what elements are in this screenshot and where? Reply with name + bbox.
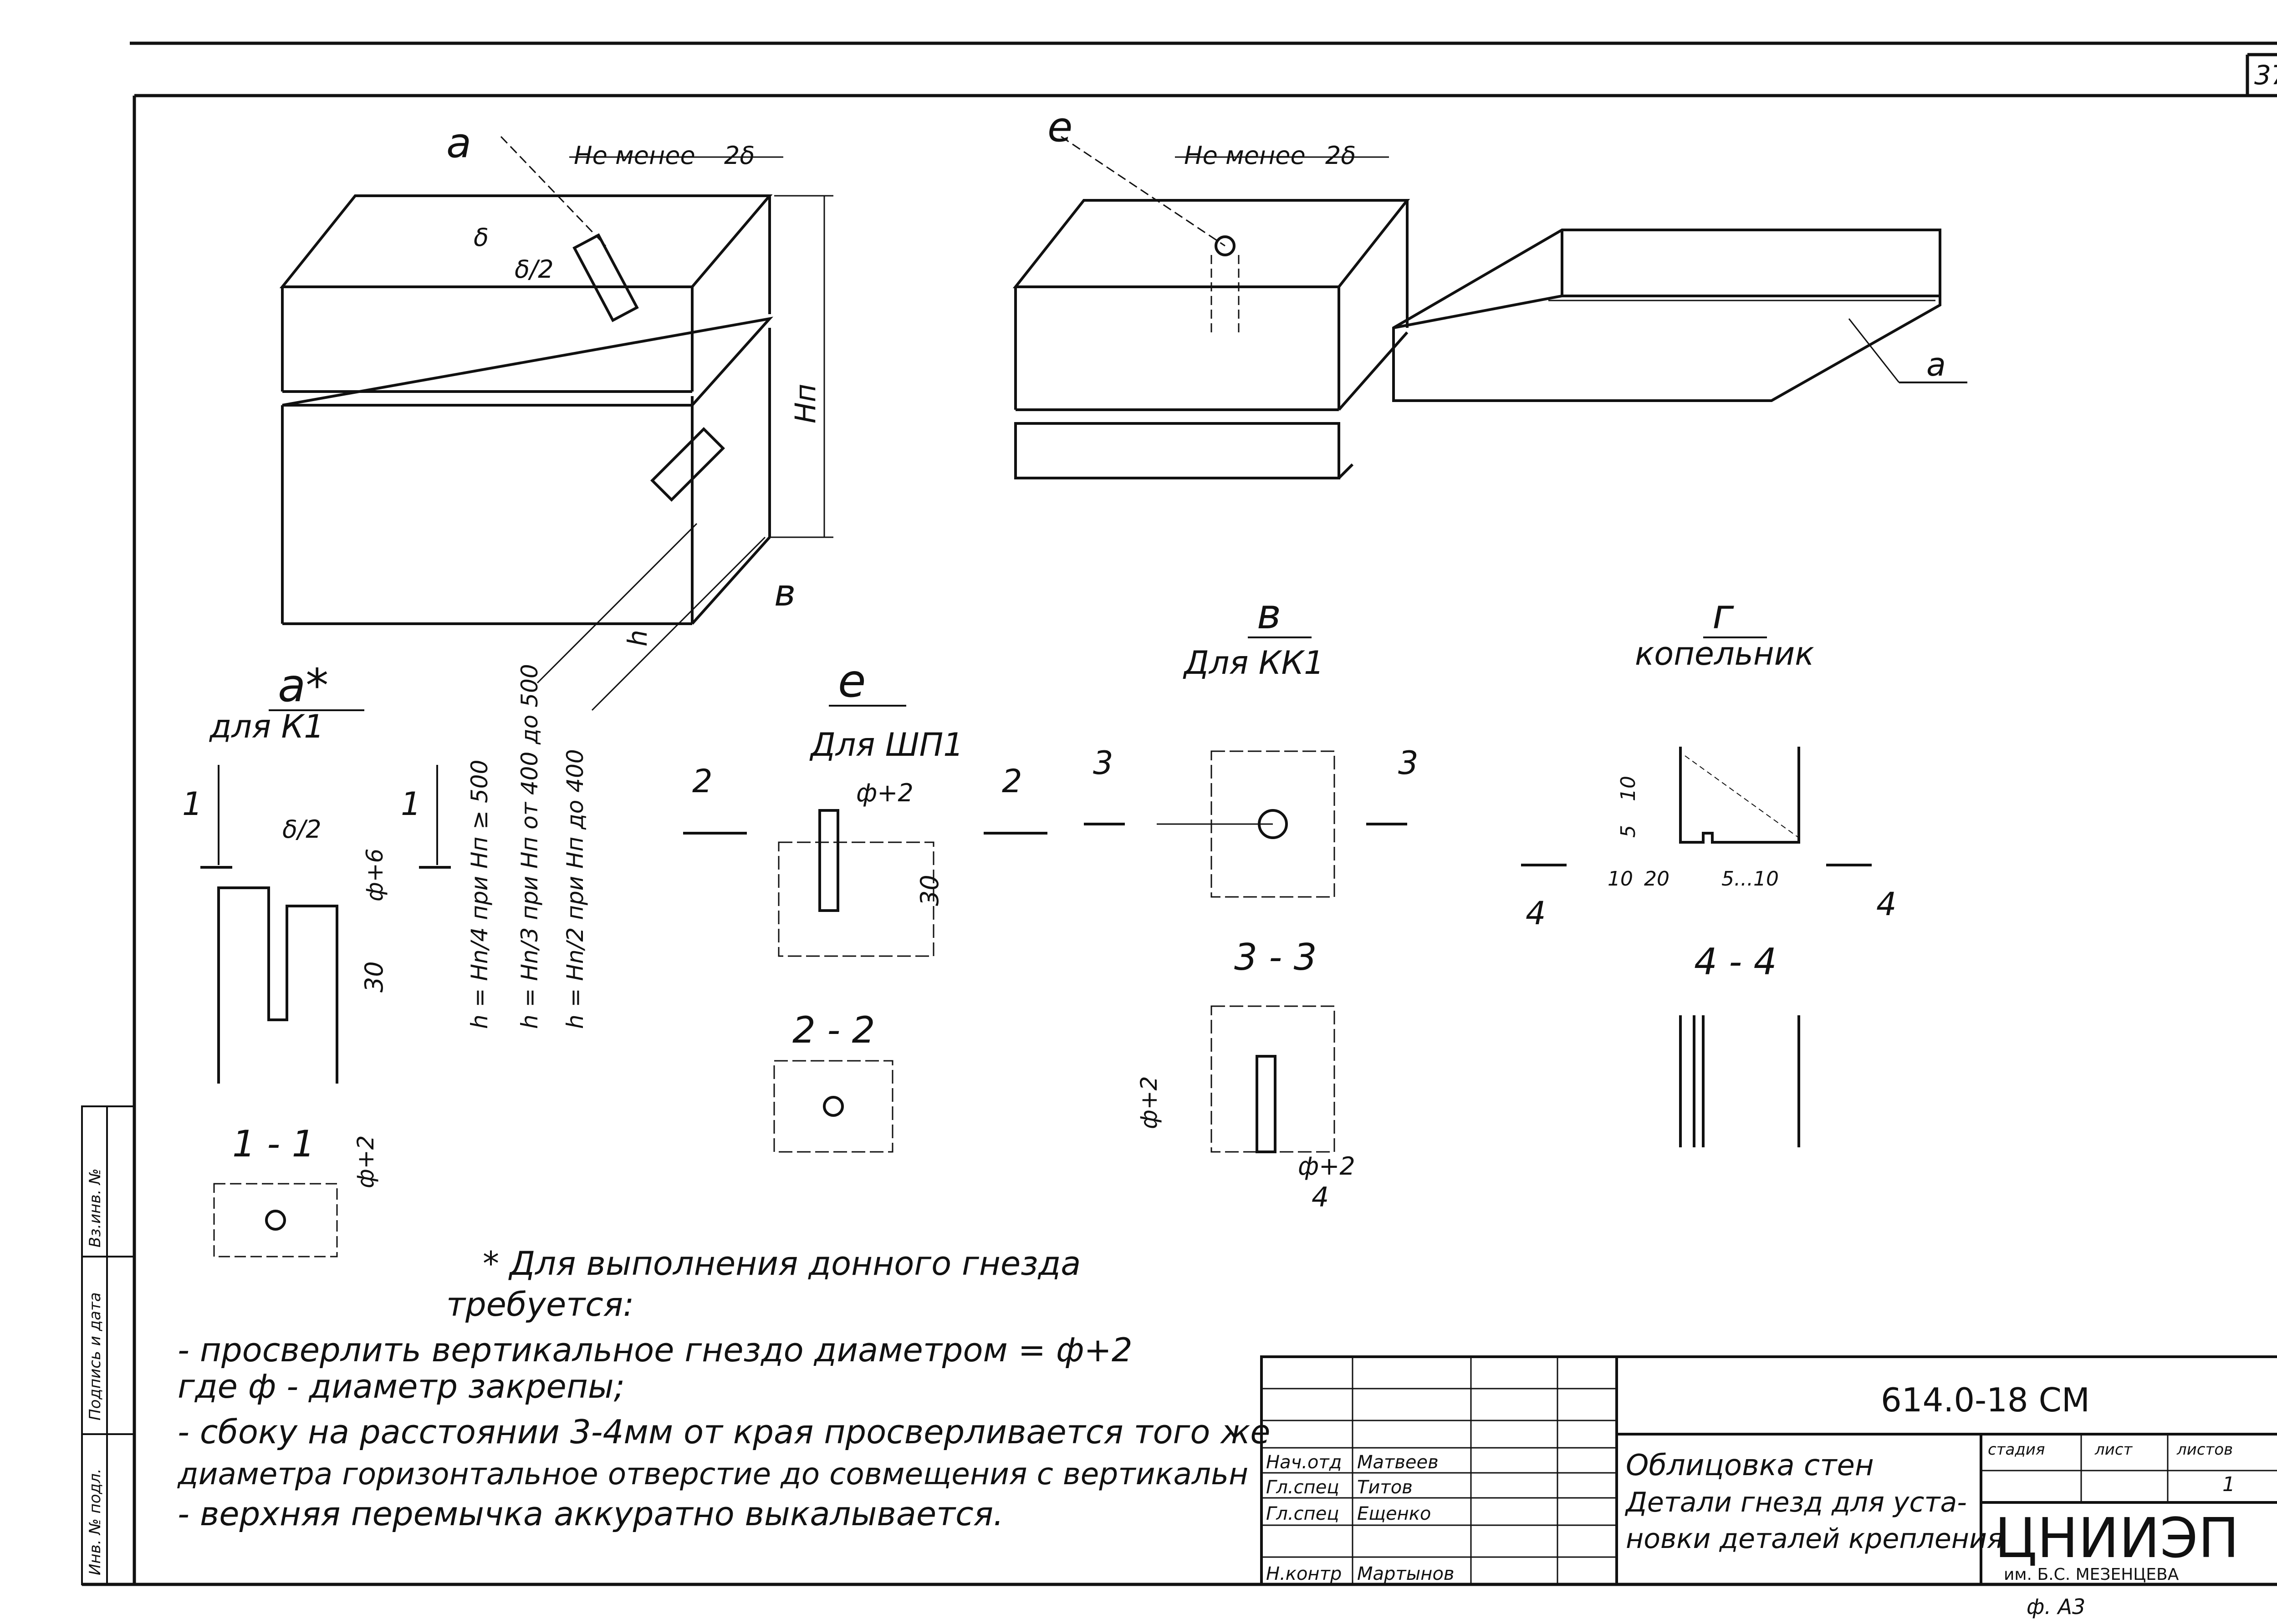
cut-label-2-left: 2 (692, 763, 713, 800)
dim-delta-a: δ (474, 223, 489, 252)
role-4: Н.контр (1266, 1563, 1342, 1584)
detail-v-sub: Для КК1 (1183, 644, 1324, 682)
section-4-4: 4 - 4 (1694, 941, 1777, 983)
detail-a-title: а* (278, 659, 328, 712)
doc-title-3: новки деталей крепления (1626, 1523, 2003, 1555)
dim-30-a: 30 (360, 961, 388, 993)
sheets-count: 1 (2222, 1473, 2235, 1496)
section-3-3: 3 - 3 (1234, 936, 1317, 978)
notes: * Для выполнения донного гнезда требуетс… (177, 1244, 1270, 1533)
dim-phi2-v-bottom: ф+2 (1298, 1152, 1355, 1181)
dim-20-g: 20 (1644, 867, 1669, 891)
detail-e-drawing (683, 809, 1047, 1153)
detail-a-sub: для К1 (209, 708, 324, 745)
detail-e-title: е (838, 654, 866, 708)
section-1-1: 1 - 1 (232, 1123, 315, 1165)
cut-label-4-right: 4 (1876, 886, 1897, 923)
dim-phi2-e: ф+2 (856, 779, 914, 807)
isometric-block-e (1012, 136, 1410, 479)
view-label-e: е (1047, 103, 1072, 151)
cut-label-1-left: 1 (182, 785, 203, 823)
dim-10-g-bottom: 10 (1608, 867, 1633, 891)
role-2: Гл.спец (1266, 1477, 1339, 1498)
side-stamp-1: Инв. № подл. (86, 1468, 104, 1575)
role-1: Нач.отд (1266, 1452, 1342, 1473)
dim-phi2-v: ф+2 (1136, 1076, 1162, 1129)
isometric-slab-drip (1392, 229, 1967, 402)
detail-a-drawing (200, 765, 451, 1257)
dim-5-10-g: 5...10 (1721, 867, 1779, 891)
note-line-4: диаметра горизонтальное отверстие до сов… (177, 1456, 1248, 1492)
note-line-1: - просверлить вертикальное гнездо диамет… (178, 1331, 1133, 1369)
cut-label-1-right: 1 (401, 785, 421, 823)
detail-v-title: в (1257, 591, 1281, 638)
view-label-v: в (774, 572, 796, 614)
dim-h: h (622, 630, 653, 647)
name-4: Мартынов (1357, 1563, 1455, 1584)
dim-30-e: 30 (915, 875, 944, 906)
dim-2delta-e: 2δ (1325, 141, 1356, 170)
cut-label-3-left: 3 (1093, 744, 1113, 782)
view-label-a: а (446, 119, 471, 167)
cut-label-4-left: 4 (1526, 895, 1546, 932)
title-block (1260, 1355, 2277, 1586)
side-stamp-3: Вз.инв. № (86, 1168, 104, 1247)
name-2: Титов (1357, 1477, 1413, 1498)
stage-label: стадия (1988, 1441, 2045, 1459)
dim-hn: Нп (789, 384, 822, 423)
name-1: Матвеев (1357, 1452, 1439, 1473)
detail-headings: а* для К1 е Для ШП1 в Для КК1 г копельни… (209, 591, 1814, 764)
dim-5-g: 5 (1617, 825, 1640, 838)
dim-delta-half-detail: δ/2 (282, 815, 322, 844)
page-number: 37 (2254, 60, 2277, 91)
view-label-a2: а (1926, 346, 1946, 383)
note-heading-2: требуется: (446, 1285, 634, 1324)
cut-label-2-right: 2 (1002, 763, 1022, 800)
sheets-label: листов (2176, 1441, 2233, 1459)
note-line-2: где ф - диаметр закрепы; (178, 1367, 625, 1405)
detail-g-drawing (1521, 747, 1872, 1147)
h-formula-1: h = Hn/4 при Нп ≥ 500 (466, 760, 493, 1029)
doc-title-2: Детали гнезд для уста- (1624, 1487, 1967, 1518)
h-formula-3: h = Hn/2 при Нп до 400 (562, 749, 588, 1029)
side-stamp (81, 1105, 135, 1585)
dim-phi6: ф+6 (362, 849, 388, 901)
dim-10-g: 10 (1617, 776, 1640, 801)
section-2-2: 2 - 2 (792, 1009, 875, 1051)
name-3: Ещенко (1357, 1503, 1431, 1524)
org-name: ЦНИИЭП (1995, 1507, 2239, 1570)
sheet-label: лист (2094, 1441, 2133, 1459)
note-line-5: - верхняя перемычка аккуратно выкалывает… (178, 1495, 1004, 1533)
dim-not-less-e: Не менее (1184, 141, 1306, 170)
doc-code: 614.0-18 СМ (1881, 1381, 2090, 1419)
detail-e-sub: Для ШП1 (809, 726, 964, 764)
dim-not-less-a: Не менее (574, 141, 695, 170)
cut-label-3-right: 3 (1398, 744, 1419, 782)
org-sub: им. Б.С. МЕЗЕНЦЕВА (2004, 1565, 2179, 1584)
dim-4-v: 4 (1312, 1181, 1329, 1213)
detail-g-sub: копельник (1635, 635, 1814, 672)
format-label: ф. А3 (2027, 1594, 2085, 1619)
dim-phi2-s1: ф+2 (352, 1135, 379, 1188)
side-stamp-2: Подпись и дата (86, 1292, 104, 1420)
note-line-3: - сбоку на расстоянии 3-4мм от края прос… (178, 1413, 1270, 1451)
note-heading: * Для выполнения донного гнезда (483, 1244, 1081, 1283)
dim-delta-half-a: δ/2 (515, 255, 554, 284)
isometric-block-a (279, 136, 833, 711)
detail-g-title: г (1712, 591, 1734, 638)
h-formula-2: h = Hn/3 при Нп от 400 до 500 (516, 664, 543, 1029)
doc-title-1: Облицовка стен (1626, 1449, 1874, 1482)
dim-2delta-a: 2δ (724, 141, 755, 170)
role-3: Гл.спец (1266, 1503, 1339, 1524)
detail-v-drawing (1084, 750, 1407, 1153)
